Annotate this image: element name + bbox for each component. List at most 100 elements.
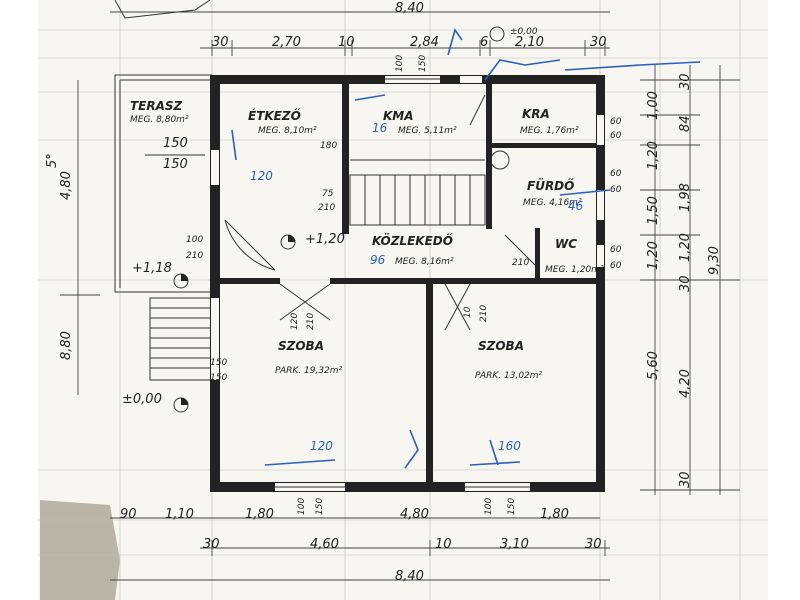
anno-bath: 46: [568, 199, 584, 213]
dim-right-2: 1,00: [646, 91, 661, 120]
stair-210: 210: [318, 203, 335, 213]
dim-top-seg-7: 30: [590, 35, 607, 50]
dim-top-seg-1: 30: [212, 35, 229, 50]
dim-bottom-low-1: 30: [203, 537, 220, 552]
scribble-top: [114, 0, 211, 19]
stair-75: 75: [322, 189, 334, 199]
dim-bottom-win-3: 100: [484, 498, 494, 515]
dim-left-upper: 4,80: [59, 171, 74, 200]
terrace-dim-1: 150: [163, 136, 188, 151]
door-swings: [224, 94, 536, 331]
entry-150b: 150: [210, 373, 227, 383]
door-210: 210: [186, 251, 203, 261]
dim-top-small-1: 100: [395, 55, 405, 72]
blue-annotations: 120 16 46 96 120 160: [231, 28, 701, 469]
dim-left-lower: 8,80: [59, 331, 74, 360]
dim-bottom-up-2: 1,10: [165, 507, 194, 522]
room1-area: PARK. 19,32m²: [275, 366, 343, 376]
kitchen-name: KMA: [383, 109, 414, 123]
room2-name: SZOBA: [478, 339, 524, 353]
terrace-dim-2: 150: [163, 157, 188, 172]
dim-bottom-low-3: 10: [435, 537, 452, 552]
wc-area: MEG. 1,20m²: [545, 265, 604, 275]
room2-area: PARK. 13,02m²: [475, 371, 543, 381]
terrace: TERASZ MEG. 8,80m² 150 150: [114, 74, 212, 293]
dim-bottom-low-2: 4,60: [310, 537, 339, 552]
storage-name: KRA: [522, 107, 550, 121]
dim-right-3: 1,20: [646, 141, 661, 170]
hall-name: KÖZLEKEDŐ: [372, 233, 453, 248]
anno-room2: 160: [498, 439, 521, 453]
terrace-area: MEG. 8,80m²: [130, 115, 189, 125]
dim-right-7: 5,60: [646, 351, 661, 380]
dim-top-seg-4: 2,84: [410, 35, 439, 50]
room1-name: SZOBA: [278, 339, 324, 353]
level-marks: +1,20 +1,18 ±0,00 100 210 210 75 210 120…: [122, 189, 529, 413]
dim-right-short-1: 60: [610, 117, 622, 127]
dim-top-seg-2: 2,70: [272, 35, 301, 50]
dim-right-mid-1: 84: [678, 115, 693, 132]
wc-name: WC: [555, 237, 577, 251]
dim-bottom-low-5: 30: [585, 537, 602, 552]
room-labels: ÉTKEZŐ MEG. 8,10m² 180 KMA MEG. 5,11m² K…: [248, 107, 604, 381]
dim-bottom-up-5: 1,80: [540, 507, 569, 522]
right-margin: [768, 0, 800, 600]
dim-right-mid-3: 1,20: [678, 233, 693, 262]
dim-right-1: 30: [678, 73, 693, 90]
dim-bottom-win-4: 150: [507, 498, 517, 515]
dim-right-short-3: 60: [610, 169, 622, 179]
dim-top-seg-5: 6: [480, 35, 488, 50]
paper-background: [38, 0, 768, 600]
dim-right-5: 1,20: [646, 241, 661, 270]
door-room-120: 120: [290, 313, 300, 330]
dim-right-4: 1,50: [646, 196, 661, 225]
door-room-210: 210: [306, 313, 316, 330]
dim-bottom-up-1: 90: [120, 507, 137, 522]
dim-bottom-up-4: 4,80: [400, 507, 429, 522]
dim-top-seg-3: 10: [338, 35, 355, 50]
dim-right-short-6: 60: [610, 261, 622, 271]
dim-right-mid-2: 1,98: [678, 183, 693, 212]
dim-bottom-win-1: 100: [297, 498, 307, 515]
dim-bottom-low-4: 3,10: [500, 537, 529, 552]
dim-bottom-total: 8,40: [395, 569, 424, 584]
entry-stair: [149, 297, 213, 381]
hall-area: MEG. 8,16m²: [395, 257, 454, 267]
anno-kitchen: 16: [372, 121, 388, 135]
door-hall-210: 210: [512, 258, 529, 268]
level-terrace: +1,18: [132, 261, 172, 276]
entry-150a: 150: [210, 358, 227, 368]
exterior-walls: [210, 75, 605, 492]
dim-right-6: 30: [678, 275, 693, 292]
bath-name: FÜRDŐ: [527, 178, 574, 193]
anno-room1: 120: [310, 439, 333, 453]
dim-right-short-5: 60: [610, 245, 622, 255]
chimney-circle: [490, 150, 510, 170]
top-dimension-chain: 8,40 30 2,70 10 2,84 6 2,10 30 100 150 ±…: [110, 1, 610, 72]
dim-right-mid-4: 4,20: [678, 369, 693, 398]
dim-right-8: 30: [678, 471, 693, 488]
dining-area: MEG. 8,10m²: [258, 126, 317, 136]
level-ground: ±0,00: [122, 392, 162, 407]
dining-note: 180: [320, 141, 337, 151]
left-dimensions: 4,80 5° 8,80: [45, 80, 100, 395]
door-room2-210: 210: [479, 305, 489, 322]
left-margin: [0, 0, 38, 600]
dim-right-short-4: 60: [610, 185, 622, 195]
door-100: 100: [186, 235, 203, 245]
kitchen-area: MEG. 5,11m²: [398, 126, 457, 136]
level-hall: +1,20: [305, 232, 345, 247]
dim-right-outer: 9,30: [707, 246, 722, 275]
door-room2-10: 10: [463, 306, 473, 318]
dim-top-small-2: 150: [418, 55, 428, 72]
right-dimensions: 30 1,00 1,20 1,50 1,20 30 5,60 30 84 1,9…: [610, 65, 740, 495]
level-marker-top: [489, 26, 505, 42]
paper-stain: [40, 500, 120, 600]
storage-area: MEG. 1,76m²: [520, 126, 579, 136]
interior-walls: [220, 84, 596, 482]
dim-left-note: 5°: [45, 153, 60, 168]
anno-hall: 96: [370, 253, 386, 267]
level-top: ±0,00: [510, 27, 538, 37]
dining-name: ÉTKEZŐ: [248, 108, 301, 123]
